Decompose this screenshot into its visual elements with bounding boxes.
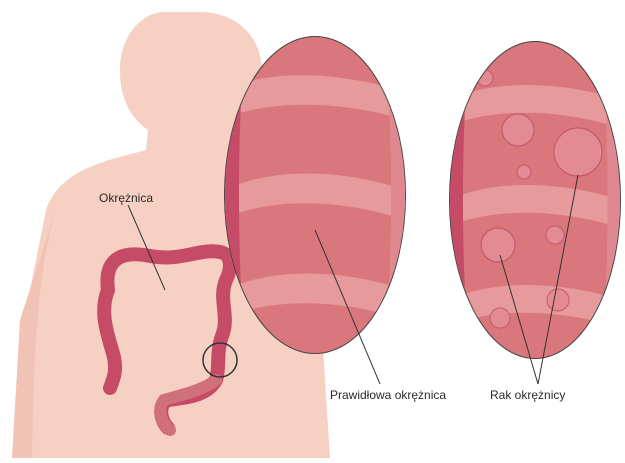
normal-colon-label: Prawidłowa okrężnica — [330, 388, 446, 402]
normal-colon-view — [225, 37, 405, 353]
tumor-small-5 — [490, 308, 510, 328]
tumor-small-4 — [547, 289, 569, 311]
tumor-small-1 — [477, 70, 493, 86]
colon-label: Okrężnica — [99, 191, 153, 205]
colon-cancer-label: Rak okrężnicy — [490, 388, 565, 402]
tumor-large — [554, 128, 602, 176]
tumor-medium-1 — [502, 114, 534, 146]
tumor-small-3 — [546, 226, 564, 244]
tumor-medium-2 — [481, 228, 515, 262]
cancer-colon-view — [450, 42, 620, 358]
tumor-small-2 — [517, 165, 531, 179]
